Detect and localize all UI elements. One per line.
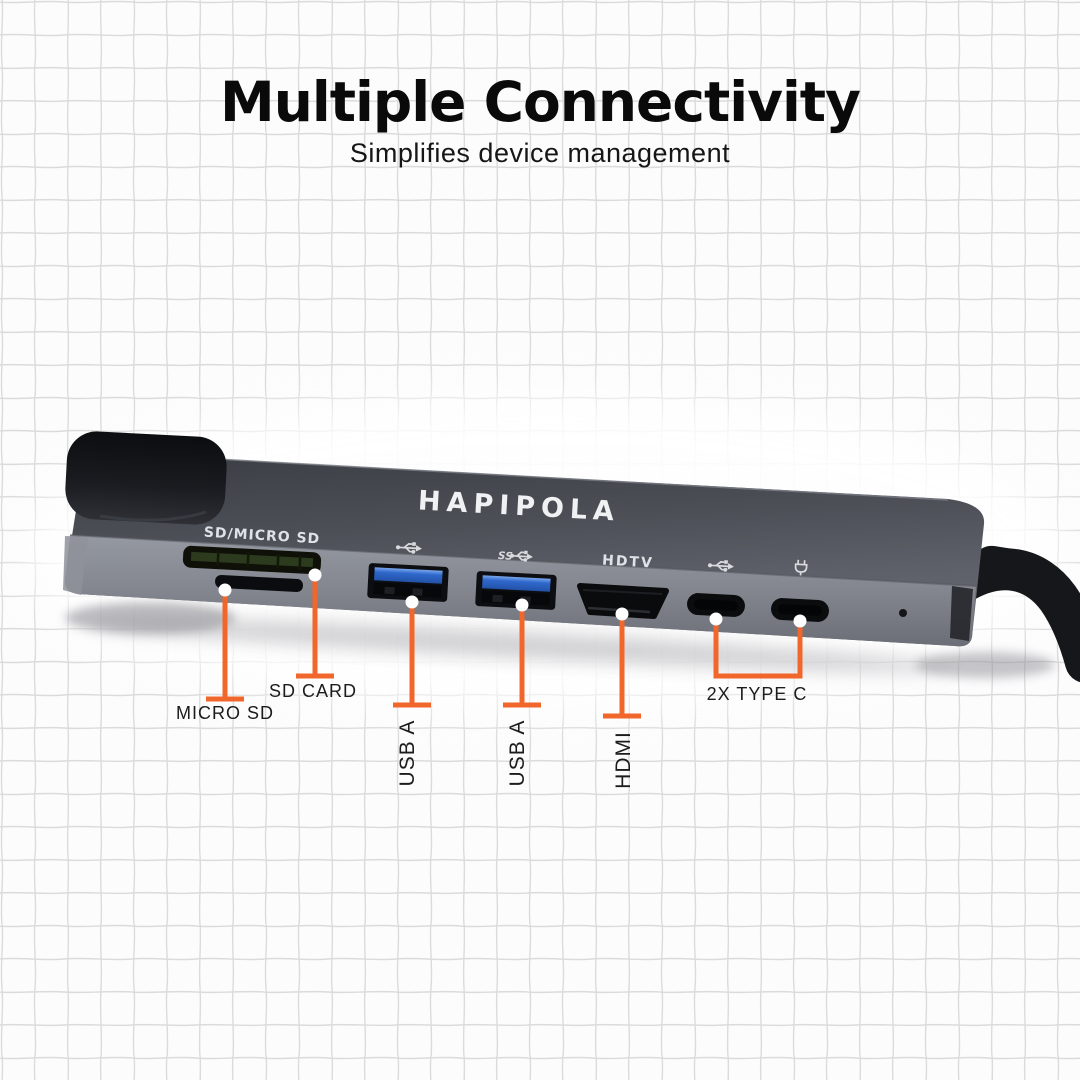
hub-left-bevel [63, 536, 88, 595]
usb-c-plug [65, 431, 227, 525]
port-dot-usb-a-2 [515, 598, 529, 612]
callout-label-micro-sd: MICRO SD [176, 703, 274, 723]
callout-lines [206, 568, 807, 719]
reset-pinhole [899, 609, 907, 617]
callout-port-dots [218, 568, 807, 628]
port-dot-hdmi [615, 607, 629, 621]
sd-card-slot [182, 545, 322, 575]
port-dot-micro-sd [218, 583, 232, 597]
page-title: Multiple Connectivity [220, 70, 861, 134]
charge-plug-icon [794, 559, 808, 576]
usb-trident-icon [707, 560, 734, 572]
usb-hub-device: HAPIPOLA SD/MICRO SD HDTV SS [63, 431, 1080, 683]
device-shadow-left [65, 602, 235, 634]
usb-c-port-1 [687, 593, 745, 617]
usb-c-port-2 [771, 598, 829, 622]
usb-a-port-2 [475, 571, 557, 610]
port-dot-usb-c-1 [709, 612, 723, 626]
callout-label-hdmi: HDMI [612, 731, 635, 789]
hdtv-print: HDTV [602, 552, 655, 571]
usb-c-plug-highlight [99, 510, 207, 522]
port-dot-sd-card [308, 568, 322, 582]
usb-a-port-1 [367, 563, 449, 602]
callout-label-usb-a-1: USB A [396, 719, 419, 787]
device-shadow-right [915, 652, 1055, 678]
callout-label-type-c: 2X TYPE C [706, 684, 808, 704]
card-slot-print: SD/MICRO SD [203, 525, 320, 548]
usb-trident-icon [395, 542, 422, 554]
callout-bracket-type-c [713, 621, 803, 679]
usb3-ss-trident-icon: SS [498, 550, 533, 563]
usb3-ss-text: SS [498, 550, 513, 563]
callout-label-usb-a-2: USB A [506, 719, 529, 787]
page-subtitle: Simplifies device management [349, 137, 731, 168]
hub-top-edge-highlight [89, 451, 949, 501]
micro-sd-slot [215, 575, 304, 592]
callout-label-sd-card: SD CARD [268, 681, 358, 701]
header: Multiple Connectivity Simplifies device … [0, 70, 1080, 169]
port-dot-usb-c-2 [793, 614, 807, 628]
port-dot-usb-a-1 [405, 595, 419, 609]
cable-strain-relief [972, 545, 1038, 591]
hub-right-end-shade [950, 586, 973, 641]
